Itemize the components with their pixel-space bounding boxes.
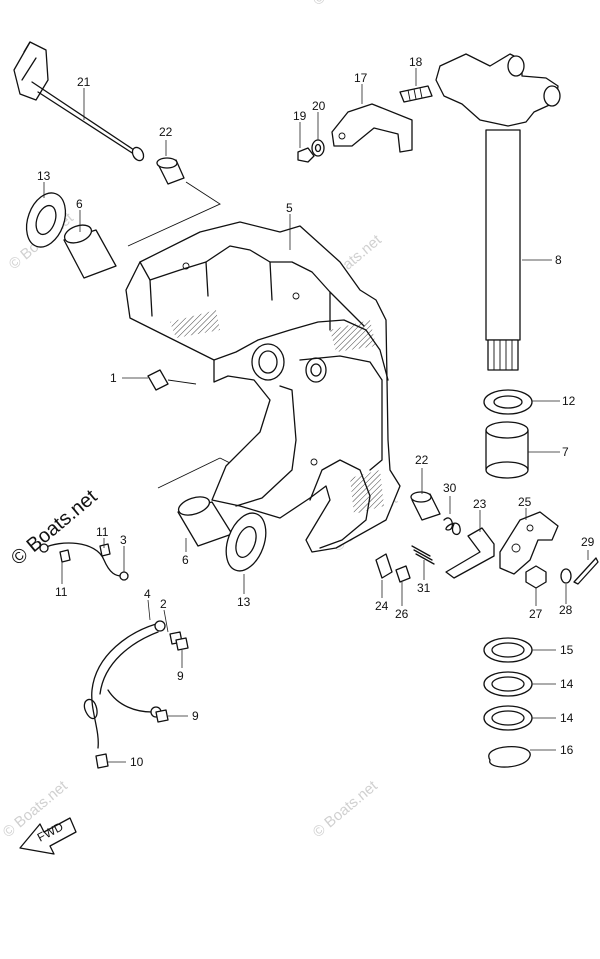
label-28: 28 — [559, 603, 573, 617]
part-20-washer — [311, 139, 325, 157]
part-10-bolt — [95, 753, 109, 769]
label-21: 21 — [77, 75, 91, 89]
fwd-arrow-icon: FWD — [19, 817, 77, 855]
part-11-bolt-a — [99, 543, 111, 557]
part-15-washer — [483, 637, 533, 663]
label-20: 20 — [312, 99, 326, 113]
part-5-swivel-bracket — [125, 221, 401, 553]
part-31-spring — [411, 545, 435, 565]
label-10: 10 — [130, 755, 144, 769]
part-16-circlip — [488, 746, 531, 768]
part-26-screw — [395, 565, 411, 583]
label-16: 16 — [560, 743, 574, 757]
label-30: 30 — [443, 481, 457, 495]
part-25-stopper — [499, 511, 559, 575]
part-30-spring — [443, 517, 461, 535]
label-18: 18 — [409, 55, 423, 69]
label-6-top: 6 — [76, 197, 83, 211]
part-27-nut — [525, 565, 547, 589]
label-14-a: 14 — [560, 677, 574, 691]
label-26: 26 — [395, 607, 409, 621]
part-14-washer-b — [483, 705, 533, 731]
label-11-b: 11 — [55, 585, 68, 599]
part-7-bushing — [485, 421, 529, 479]
part-4-ground-wire — [83, 620, 166, 749]
label-15: 15 — [560, 643, 574, 657]
part-22-bushing-top — [156, 157, 185, 185]
label-19: 19 — [293, 109, 307, 123]
label-4: 4 — [144, 587, 151, 601]
label-17: 17 — [354, 71, 368, 85]
label-6-lower: 6 — [182, 553, 189, 567]
label-3: 3 — [120, 533, 127, 547]
label-31: 31 — [417, 581, 431, 595]
part-13-washer-top — [25, 192, 67, 248]
part-13-washer-lower — [225, 512, 267, 572]
label-22-lower: 22 — [415, 453, 429, 467]
label-25: 25 — [518, 495, 532, 509]
part-11-bolt-b — [59, 549, 71, 563]
part-12-washer — [483, 389, 533, 415]
label-2: 2 — [160, 597, 167, 611]
part-18-bolt — [399, 85, 433, 103]
part-29-pin — [573, 557, 599, 585]
part-6-bushing-top — [63, 224, 117, 279]
label-23: 23 — [473, 497, 487, 511]
label-24: 24 — [375, 599, 389, 613]
label-22-top: 22 — [159, 125, 173, 139]
part-9-bolt-b — [155, 709, 169, 723]
part-14-washer-a — [483, 671, 533, 697]
watermark-top-right: © Boats.net — [310, 0, 382, 9]
part-9-bolt-a — [175, 637, 189, 651]
label-29: 29 — [581, 535, 595, 549]
label-13-top: 13 — [37, 169, 51, 183]
label-11-a: 11 — [96, 525, 109, 539]
part-labels: 21 22 13 6 5 1 17 18 19 20 8 12 7 22 30 … — [37, 55, 595, 769]
label-8: 8 — [555, 253, 562, 267]
watermark-bottom-right: © Boats.net — [310, 777, 382, 841]
label-13-lower: 13 — [237, 595, 251, 609]
label-9-a: 9 — [177, 669, 184, 683]
watermark-left-bold: © Boats.net — [7, 485, 102, 569]
part-19-nut — [297, 147, 315, 163]
part-22-bushing-lower — [410, 491, 441, 521]
label-14-b: 14 — [560, 711, 574, 725]
label-7: 7 — [562, 445, 569, 459]
part-21-shaft — [13, 41, 145, 162]
leader-lines — [43, 68, 589, 763]
label-12: 12 — [562, 394, 576, 408]
part-24-plate — [375, 553, 393, 579]
label-9-b: 9 — [192, 709, 199, 723]
part-1-grease-nipple — [147, 369, 197, 391]
part-3-ground-wire — [39, 542, 129, 581]
label-1: 1 — [110, 371, 117, 385]
part-8-steering-shaft — [435, 53, 561, 371]
label-5: 5 — [286, 201, 293, 215]
part-6-bushing-lower — [177, 496, 233, 547]
part-23-lever — [445, 527, 495, 579]
part-17-bracket — [331, 103, 413, 153]
part-28-washer — [560, 568, 572, 584]
label-27: 27 — [529, 607, 543, 621]
